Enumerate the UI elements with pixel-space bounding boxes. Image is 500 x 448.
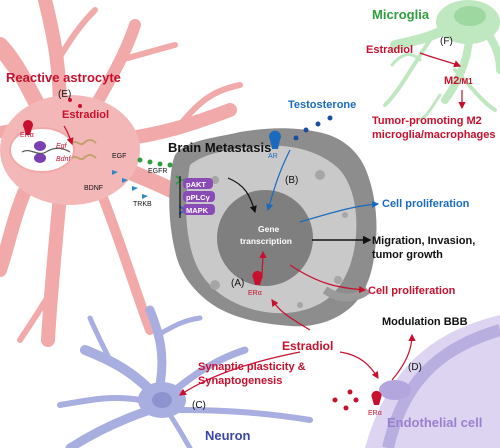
- er-alpha-endothelial-label: ERα: [368, 410, 382, 417]
- ar-receptor-icon: [269, 130, 281, 149]
- neuron-label: Neuron: [205, 428, 251, 443]
- migration-line2: tumor growth: [372, 249, 443, 261]
- center-estradiol-label: Estradiol: [282, 339, 333, 353]
- brain-metastasis-label: Brain Metastasis: [168, 140, 271, 155]
- astrocyte-id-label: (E): [58, 89, 71, 100]
- modulation-bbb-label: Modulation BBB: [382, 316, 468, 328]
- egf-label: EGF: [112, 153, 126, 160]
- er-alpha-tumor-label: ERα: [248, 290, 262, 297]
- tumor-promoting-line2: microglia/macrophages: [372, 129, 496, 141]
- er-alpha-endothelial-receptor-icon: [371, 390, 382, 405]
- egf-gene-label: Egf: [56, 143, 68, 150]
- mapk-pill: MAPK: [186, 206, 209, 215]
- bdnf-molecules-icon: [112, 170, 148, 199]
- astrocyte-cell: [0, 0, 243, 347]
- synaptic-line1: Synaptic plasticity &: [198, 361, 306, 373]
- ar-label: AR: [268, 153, 278, 160]
- tumor-cell: [169, 128, 377, 327]
- estradiol-molecules-icon: [68, 98, 359, 411]
- testosterone-molecules-icon: [293, 115, 333, 141]
- microglia-label: Microglia: [372, 7, 430, 22]
- bdnf-label: BDNF: [84, 185, 103, 192]
- microglia-id-label: (F): [440, 36, 453, 47]
- tumor-id-a: (A): [231, 278, 244, 289]
- egfr-label: EGFR: [148, 168, 167, 175]
- egf-molecules-icon: [137, 157, 173, 168]
- migration-line1: Migration, Invasion,: [372, 235, 475, 247]
- cell-proliferation-red: Cell proliferation: [368, 285, 456, 297]
- testosterone-label: Testosterone: [288, 99, 356, 111]
- astrocyte-estradiol-label: Estradiol: [62, 109, 109, 121]
- trkb-label: TRKB: [133, 201, 152, 208]
- er-alpha-astro-label: ERα: [20, 132, 34, 139]
- bdnf-gene-label: Bdnf: [56, 156, 71, 163]
- dna-icon: [21, 141, 71, 163]
- endothelial-id-label: (D): [408, 362, 422, 373]
- gene-transcription-line1: Gene: [258, 224, 280, 234]
- neuron-cell: [57, 305, 313, 448]
- er-alpha-receptor-icon: [23, 119, 33, 135]
- cell-proliferation-blue: Cell proliferation: [382, 198, 470, 210]
- gene-transcription-line2: transcription: [240, 236, 292, 246]
- neuron-id-label: (C): [192, 400, 206, 411]
- tumor-promoting-line1: Tumor-promoting M2: [372, 115, 482, 127]
- endothelial-cell: [365, 315, 500, 448]
- tumor-id-b: (B): [285, 175, 298, 186]
- endothelial-cell-label: Endothelial cell: [387, 415, 482, 430]
- signaling-pills: [179, 176, 215, 218]
- reactive-astrocyte-label: Reactive astrocyte: [6, 70, 121, 85]
- microglia-estradiol-label: Estradiol: [366, 44, 413, 56]
- pplc-pill: pPLCγ: [186, 193, 211, 202]
- pakt-pill: pAKT: [186, 180, 206, 189]
- er-alpha-tumor-receptor-icon: [252, 270, 263, 285]
- m2-label: M2/M1: [444, 75, 473, 87]
- synaptic-line2: Synaptogenesis: [198, 375, 282, 387]
